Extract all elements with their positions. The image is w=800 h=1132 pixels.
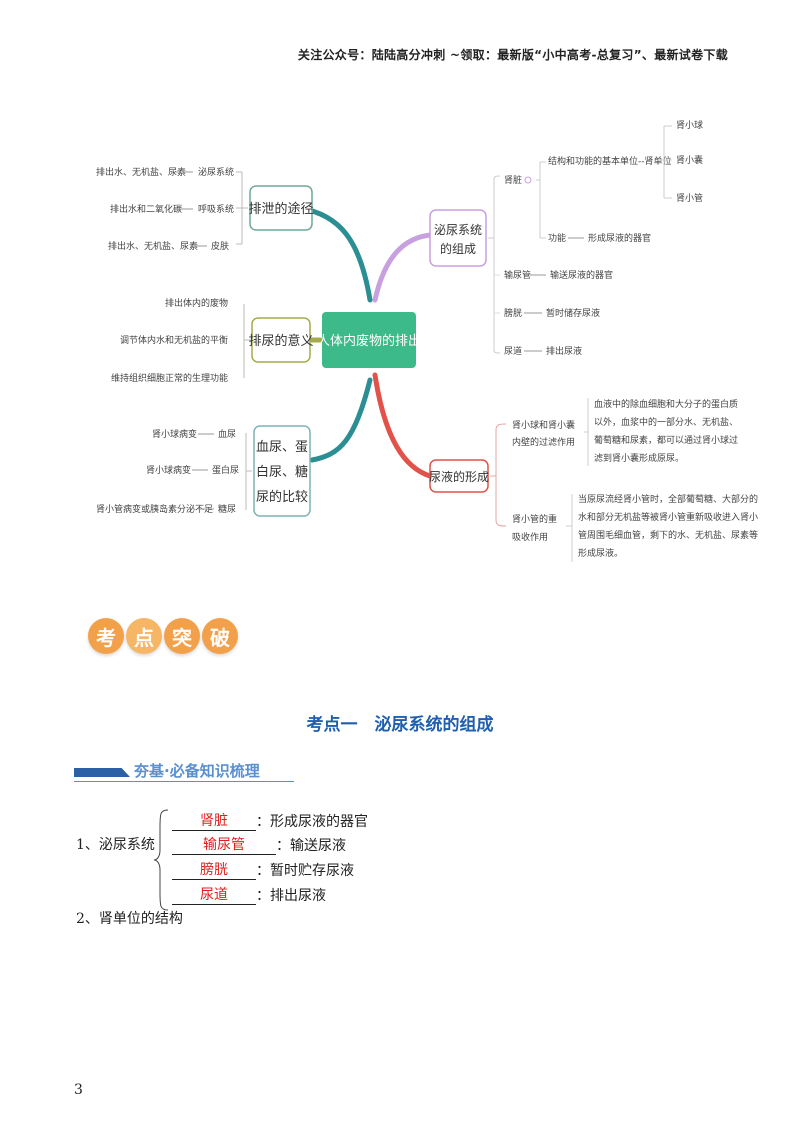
topic-urination-meaning-label: 排尿的意义 — [248, 333, 313, 349]
badge-char: 点 — [126, 618, 162, 654]
branch-urine-comparison — [309, 377, 373, 463]
step1-text-4: 滤到肾小囊形成原尿。 — [594, 452, 684, 464]
step1-text-1: 血液中的除血细胞和大分子的蛋白质 — [594, 398, 738, 410]
comparison-3-cause: 肾小管病变或胰岛素分泌不足 — [96, 503, 213, 515]
q1-row-text: ：排出尿液 — [256, 888, 326, 904]
comparison-1-type: 血尿 — [218, 428, 236, 440]
route-2-text: 排出水和二氧化碳 — [110, 203, 182, 215]
comparison-line-1: 血尿、蛋 — [256, 440, 308, 455]
step1-line-2: 内壁的过滤作用 — [512, 436, 575, 448]
step2-text-3: 管周围毛细血管，剩下的水、无机盐、尿素等 — [578, 529, 758, 541]
meaning-3: 维持组织细胞正常的生理功能 — [111, 372, 228, 384]
branch-urine-formation — [372, 372, 433, 479]
q1-row-kidney: 肾脏 ：形成尿液的器官 — [172, 810, 368, 831]
q1-row-urethra: 尿道 ：排出尿液 — [172, 884, 326, 905]
route-3-text: 排出水、无机盐、尿素 — [108, 240, 198, 252]
urethra-label: 尿道 — [504, 345, 522, 357]
step1-line-1: 肾小球和肾小囊 — [512, 419, 575, 431]
route-3-system: 皮肤 — [211, 240, 229, 252]
ureter-label: 输尿管 — [504, 269, 531, 281]
answer-blank[interactable]: 膀胱 — [172, 859, 256, 880]
center-node — [322, 312, 416, 368]
answer-blank[interactable]: 肾脏 — [172, 810, 256, 831]
subsection-bar — [74, 768, 130, 777]
step2-line-2: 吸收作用 — [512, 531, 548, 543]
unit-capsule: 肾小囊 — [676, 154, 703, 166]
step1-text-3: 葡萄糖和尿素，都可以通过肾小球过 — [594, 434, 738, 446]
q1-row-bladder: 膀胱 ：暂时贮存尿液 — [172, 859, 354, 880]
comparison-2-cause: 肾小球病变 — [146, 464, 191, 476]
route-1-system: 泌尿系统 — [198, 166, 234, 178]
step2-text-4: 形成尿液。 — [578, 547, 623, 559]
unit-tubule: 肾小管 — [676, 192, 703, 204]
comparison-1-cause: 肾小球病变 — [152, 428, 197, 440]
bladder-text: 暂时储存尿液 — [546, 307, 600, 319]
subsection-underline — [74, 781, 294, 782]
urethra-text: 排出尿液 — [546, 345, 582, 357]
topic-excretion-routes-label: 排泄的途径 — [248, 201, 313, 217]
step2-text-1: 当原尿流经肾小管时，全部葡萄糖、大部分的 — [578, 493, 758, 505]
nephron-structure: 结构和功能的基本单位--肾单位 — [548, 155, 672, 167]
badge-char: 考 — [88, 618, 124, 654]
badge-char: 突 — [164, 618, 200, 654]
section-title: 考点一 泌尿系统的组成 — [306, 715, 494, 735]
mind-map: 人体内废物的排出 排泄的途径 排出水、无机盐、尿素 泌尿系统 排出水和二氧化碳 … — [96, 119, 758, 562]
answer-blank[interactable]: 输尿管 — [172, 834, 276, 855]
kidney-function-text: 形成尿液的器官 — [588, 232, 651, 244]
comparison-line-2: 白尿、糖 — [256, 464, 308, 480]
unit-glomerulus: 肾小球 — [676, 119, 703, 131]
q2-label: 2、肾单位的结构 — [76, 911, 183, 927]
step2-text-2: 水和部分无机盐等被肾小管重新吸收进入肾小 — [578, 511, 758, 523]
q1-row-ureter: 输尿管 ：输送尿液 — [172, 834, 346, 855]
q1-row-text: ：形成尿液的器官 — [256, 814, 368, 830]
route-2-system: 呼吸系统 — [198, 203, 234, 215]
comparison-line-3: 尿的比较 — [256, 489, 308, 505]
meaning-1: 排出体内的废物 — [165, 297, 228, 309]
kaodian-badge: 考 点 突 破 — [88, 618, 238, 662]
bladder-label: 膀胱 — [504, 307, 522, 319]
answer-blank[interactable]: 尿道 — [172, 884, 256, 905]
urinary-topic-line-2: 的组成 — [440, 241, 476, 256]
urinary-topic-line-1: 泌尿系统 — [434, 223, 482, 237]
comparison-3-type: 糖尿 — [218, 503, 236, 515]
q1-brace — [153, 809, 169, 911]
step2-line-1: 肾小管的重 — [512, 513, 557, 525]
page-number: 3 — [74, 1082, 83, 1098]
topic-urinary-system — [429, 209, 487, 267]
q1-row-text: ：输送尿液 — [276, 838, 346, 854]
q1-row-text: ：暂时贮存尿液 — [256, 863, 354, 879]
ureter-text: 输送尿液的器官 — [550, 269, 613, 281]
comparison-2-type: 蛋白尿 — [212, 464, 239, 476]
kidney-label: 肾脏 — [504, 174, 522, 186]
step1-text-2: 以外，血浆中的一部分水、无机盐、 — [594, 416, 738, 428]
branch-urinary-system — [372, 232, 433, 303]
page-header: 关注公众号：陆陆高分冲刺 ~领取：最新版“小中高考-总复习”、最新试卷下载 — [297, 48, 728, 62]
formation-topic-label: 尿液的形成 — [429, 469, 489, 484]
kidney-function-label: 功能 — [548, 232, 566, 244]
topic-urine-formation — [429, 459, 489, 493]
route-1-text: 排出水、无机盐、尿素 — [96, 166, 186, 178]
topic-urination-meaning — [251, 317, 311, 363]
meaning-2: 调节体内水和无机盐的平衡 — [120, 334, 228, 346]
topic-excretion-routes — [249, 185, 313, 231]
subsection-title: 夯基·必备知识梳理 — [134, 762, 260, 780]
q1-label: 1、泌尿系统 — [76, 837, 155, 853]
center-label: 人体内废物的排出 — [317, 333, 421, 349]
topic-urine-comparison — [253, 425, 311, 517]
badge-char: 破 — [202, 618, 238, 654]
